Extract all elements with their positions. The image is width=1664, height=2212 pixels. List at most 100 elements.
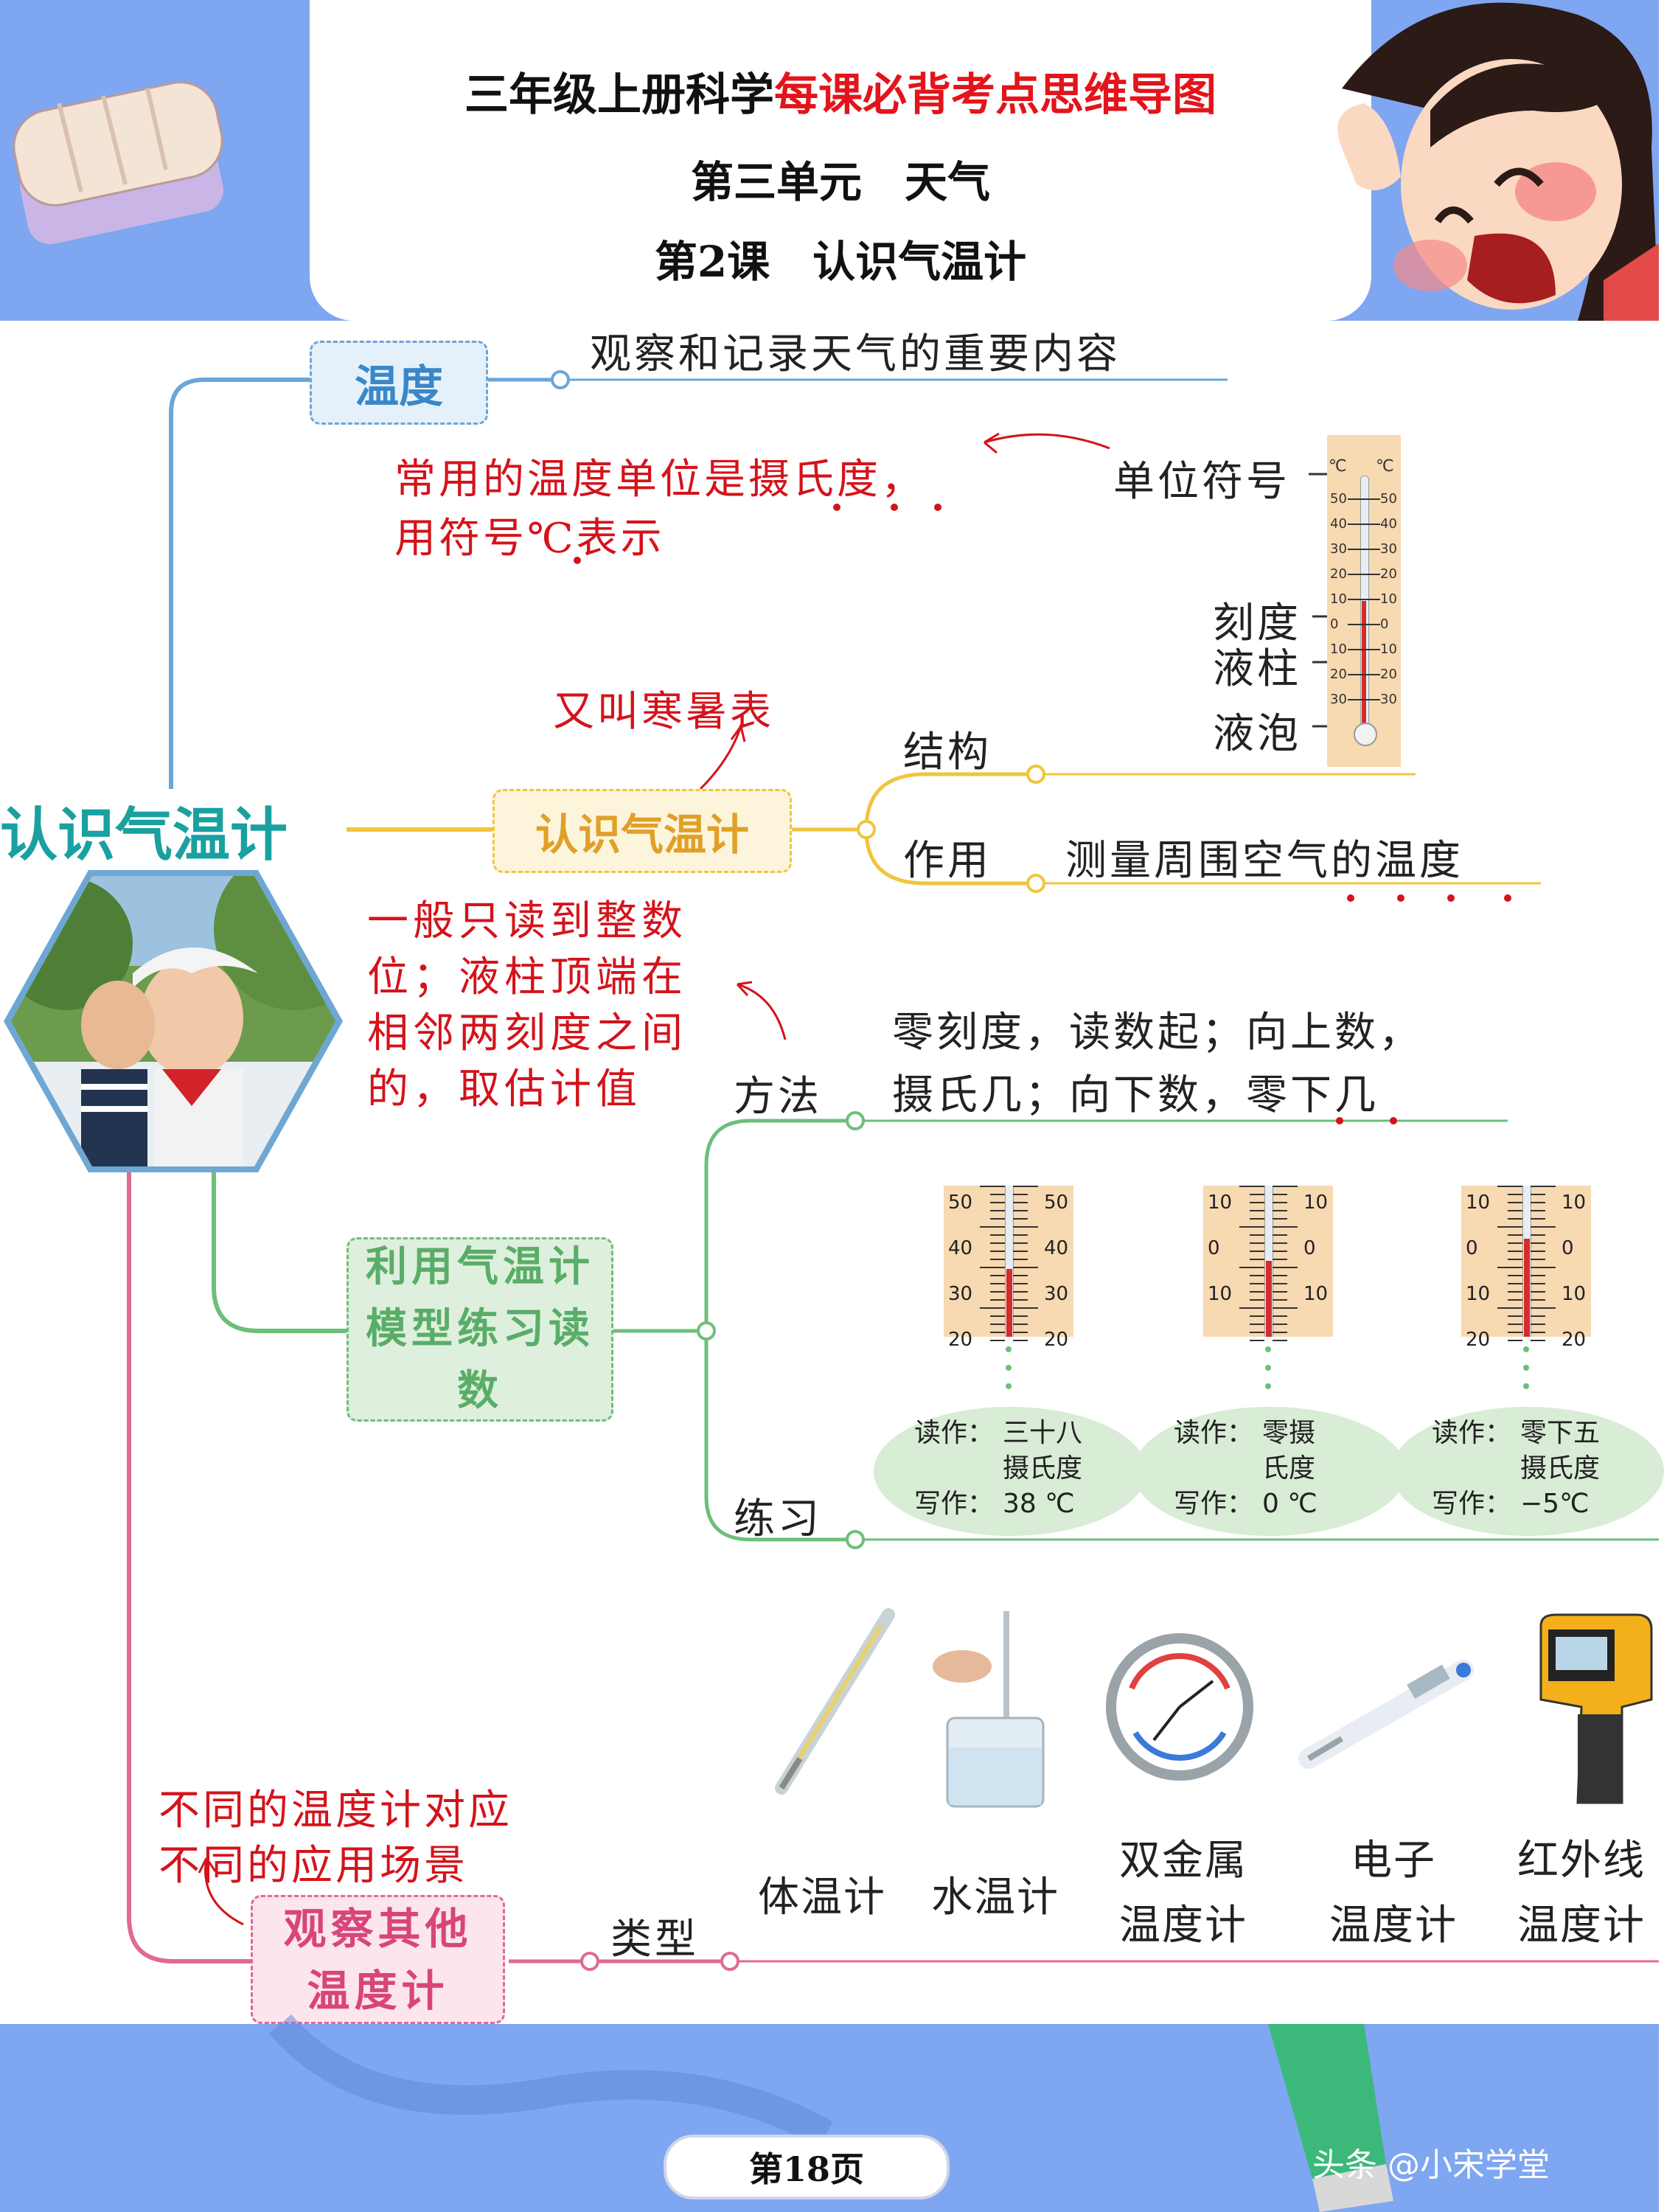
unit-note-line2: 用符号℃表示 <box>394 515 665 563</box>
type-name-line1: 体温计 <box>758 1874 886 1921</box>
practice-tick-mark <box>1508 1283 1522 1284</box>
practice-tick-mark <box>1531 1186 1556 1187</box>
practice-tick-mark <box>1273 1186 1298 1187</box>
main-title: 三年级上册科学每课必背考点思维导图 <box>310 59 1371 123</box>
practice-answer: 读作：三十八摄氏度写作：38 ℃ <box>874 1407 1146 1536</box>
function-text: 测量周围空气的温度 <box>1065 837 1463 885</box>
practice-tick-mark <box>1508 1299 1522 1301</box>
practice-liquid <box>1266 1261 1272 1337</box>
node-observe-others: 观察其他温度计 <box>251 1895 505 2024</box>
thermo-tick-label: 30 <box>1380 541 1397 557</box>
page-number: 第18页 <box>664 2135 950 2199</box>
practice-tick-mark <box>1250 1315 1264 1317</box>
practice-tick-mark <box>1013 1218 1028 1220</box>
practice-tick-label: 10 <box>1303 1192 1329 1214</box>
thermo-tick-label: 10 <box>1380 641 1397 657</box>
practice-tick-mark <box>1013 1275 1028 1276</box>
thermometer-type-label: 水温计 <box>918 1865 1073 1930</box>
practice-tick-label: 40 <box>948 1237 973 1259</box>
method-label: 方法 <box>734 1073 822 1121</box>
practice-tick-label: 20 <box>1562 1329 1587 1351</box>
practice-tick-label: 10 <box>1562 1283 1587 1305</box>
cartoon-girl-illustration <box>1337 2 1659 321</box>
thermo-tick-label: 0 <box>1330 616 1339 632</box>
practice-tick-mark <box>990 1275 1005 1276</box>
thermometer-type-label: 电子温度计 <box>1316 1829 1471 1958</box>
practice-tick-mark <box>1273 1315 1287 1317</box>
practice-tick-mark <box>1273 1275 1287 1276</box>
practice-tick-mark <box>1239 1267 1264 1268</box>
practice-tick-mark <box>1250 1242 1264 1244</box>
practice-tick-mark <box>1013 1234 1028 1236</box>
practice-tick-mark <box>1273 1194 1287 1195</box>
thermo-tick-label: 40 <box>1380 516 1397 532</box>
practice-tick-mark <box>1013 1210 1028 1211</box>
thermo-tick-label: 30 <box>1330 541 1347 557</box>
practice-tick-mark <box>1273 1259 1287 1260</box>
practice-tick-mark <box>1508 1210 1522 1211</box>
alias-note: 又叫寒暑表 <box>553 688 774 736</box>
practice-answer-row: 写作：38 ℃ <box>914 1486 1146 1522</box>
practice-tick-mark <box>990 1291 1005 1293</box>
practice-liquid <box>1524 1239 1530 1337</box>
read-label: 读作： <box>1174 1418 1254 1448</box>
thermo-tick-mark <box>1348 524 1380 525</box>
reading-value: 三十八 <box>1003 1418 1083 1448</box>
practice-tick-mark <box>1250 1259 1264 1260</box>
thermometer-type-label: 双金属温度计 <box>1106 1829 1261 1958</box>
practice-tick-mark <box>1497 1186 1522 1187</box>
practice-tick-mark <box>1013 1251 1028 1252</box>
read-label: 读作： <box>1432 1418 1512 1448</box>
thermo-liquid <box>1362 601 1366 730</box>
practice-tick-mark <box>1531 1226 1556 1228</box>
practice-tick-mark <box>990 1283 1005 1284</box>
practice-tick-mark <box>980 1307 1005 1309</box>
reading-note-line: 一般只读到整数 <box>367 897 687 945</box>
column-label: 液柱 <box>1213 645 1301 693</box>
type-name-line1: 水温计 <box>931 1874 1059 1921</box>
practice-tick-mark <box>1508 1259 1522 1260</box>
practice-tick-mark <box>1508 1291 1522 1293</box>
practice-liquid <box>1006 1269 1012 1337</box>
practice-tick-mark <box>1273 1242 1287 1244</box>
practice-tick-mark <box>1250 1251 1264 1252</box>
practice-tick-label: 0 <box>1466 1237 1478 1259</box>
practice-tick-mark <box>1013 1242 1028 1244</box>
thermo-tick-label: 20 <box>1380 566 1397 582</box>
practice-answer-row: 写作：0 ℃ <box>1174 1486 1406 1522</box>
practice-tick-mark <box>1508 1218 1522 1220</box>
practice-tick-mark <box>980 1267 1005 1268</box>
reading-note: 一般只读到整数 位；液柱顶端在 相邻两刻度之间 的，取估计值 <box>367 894 687 1118</box>
thermo-tick-mark <box>1348 498 1380 500</box>
title-highlight: 每课必背考点思维导图 <box>774 69 1216 121</box>
practice-tick-mark <box>990 1324 1005 1325</box>
bulb-label: 液泡 <box>1213 710 1301 758</box>
practice-tick-mark <box>1497 1267 1522 1268</box>
practice-tick-mark <box>1531 1210 1545 1211</box>
write-label: 写作： <box>1174 1489 1254 1519</box>
thermo-unit-left: ℃ <box>1329 457 1347 476</box>
practice-tick-mark <box>1013 1267 1038 1268</box>
practice-tick-mark <box>1013 1340 1028 1341</box>
node-practice-reading: 利用气温计模型练习读数 <box>347 1237 613 1422</box>
practice-tick-mark <box>1531 1299 1545 1301</box>
temperature-definition: 观察和记录天气的重要内容 <box>590 330 1121 378</box>
practice-tick-label: 10 <box>1562 1192 1587 1214</box>
practice-tick-mark <box>1508 1234 1522 1236</box>
practice-tick-mark <box>1273 1324 1287 1325</box>
practice-tick-mark <box>1508 1275 1522 1276</box>
practice-tick-mark <box>1508 1242 1522 1244</box>
practice-tick-mark <box>1013 1315 1028 1317</box>
practice-tick-mark <box>1508 1251 1522 1252</box>
clinical-thermometer-picture <box>775 1608 895 1795</box>
practice-tick-mark <box>1531 1259 1545 1260</box>
lesson-title: 第2课 认识气温计 <box>654 237 1027 287</box>
practice-tick-mark <box>1508 1332 1522 1333</box>
unit-note-line1: 常用的温度单位是摄氏度， <box>394 456 925 504</box>
practice-tick-mark <box>1250 1210 1264 1211</box>
practice-tick-mark <box>1273 1307 1298 1309</box>
reading-note-line: 位；液柱顶端在 <box>367 953 687 1001</box>
practice-answer-row: 读作：三十八 <box>914 1416 1146 1451</box>
